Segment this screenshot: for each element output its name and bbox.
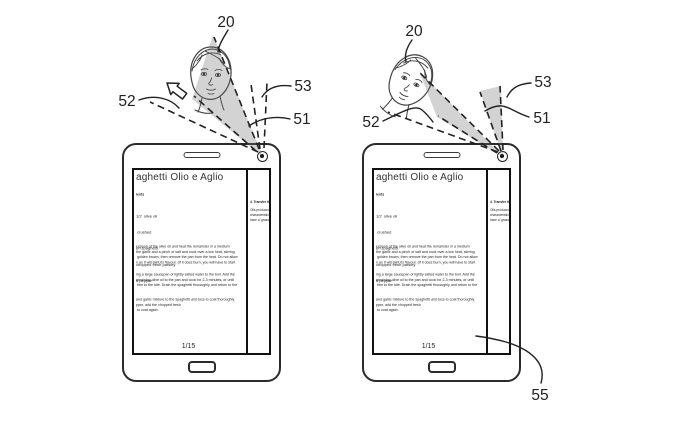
user-head-left bbox=[190, 46, 232, 114]
next-page-heading: 4. Transfer the s bbox=[490, 200, 509, 204]
leader-line-20-left bbox=[217, 29, 229, 53]
cone-edge-upper-left bbox=[213, 36, 260, 150]
ingredient-line: en spaghetti bbox=[376, 246, 398, 251]
ref-label-gaze-cone: 51 bbox=[533, 110, 550, 127]
ingredient-list: 1/2 olive oil crushed en spaghetti chopp… bbox=[136, 203, 215, 353]
ingredient-line: d pepper bbox=[136, 278, 152, 284]
ref-label-gaze-line: 52 bbox=[362, 114, 379, 131]
head-turn-arrow-icon bbox=[166, 82, 188, 100]
home-button bbox=[427, 361, 456, 373]
front-camera-icon bbox=[257, 151, 268, 162]
ref-label-head: 20 bbox=[405, 23, 423, 40]
leader-line-51-left bbox=[248, 116, 291, 127]
speaker-slot-icon bbox=[183, 152, 220, 158]
speaker-slot-icon bbox=[423, 152, 460, 158]
next-page-column: 4. Transfer the s Oils produced b charac… bbox=[246, 170, 269, 353]
ref-label-camera-axis: 53 bbox=[294, 78, 311, 95]
ref-label-gaze-cone: 51 bbox=[293, 111, 310, 128]
recipe-title: aghetti Olio e Aglio bbox=[376, 172, 464, 183]
recipe-step-1: espoon of the olive oil and heat the rem… bbox=[136, 244, 238, 265]
recipe-step-1: espoon of the olive oil and heat the rem… bbox=[376, 244, 478, 265]
ingredient-line: crushed bbox=[376, 229, 392, 235]
ref-label-head: 20 bbox=[217, 14, 235, 31]
ref-label-display: 55 bbox=[531, 387, 548, 404]
recipe-step-3: and garlic mixture to the spaghetti and … bbox=[136, 297, 235, 312]
figure-left: 20 53 51 52 bbox=[118, 14, 312, 157]
ref-label-gaze-line: 52 bbox=[118, 93, 135, 110]
recipe-subtitle: ients bbox=[136, 193, 145, 197]
recipe-subtitle: ients bbox=[376, 193, 385, 197]
front-camera-icon bbox=[497, 151, 508, 162]
next-page-column: 4. Transfer the s Oils produced b charac… bbox=[486, 170, 509, 353]
camera-axis-line-b-right bbox=[499, 85, 504, 151]
next-page-heading: 4. Transfer the s bbox=[250, 200, 269, 204]
ingredient-line: 1/2 olive oil bbox=[376, 213, 398, 219]
recipe-step-2: ing a large saucepan of lightly salted w… bbox=[376, 272, 478, 287]
leader-line-52-right bbox=[382, 107, 434, 123]
page-indicator: 1/15 bbox=[421, 343, 436, 350]
user-head-right bbox=[374, 47, 442, 126]
cone-edge-upper-right bbox=[419, 72, 500, 152]
ingredient-line: en spaghetti bbox=[136, 246, 158, 251]
next-page-body: Oils produced b characteristic fla have … bbox=[250, 208, 269, 222]
camera-axis-line-a-left bbox=[250, 83, 261, 150]
gaze-cone-shading-left bbox=[192, 35, 263, 157]
ingredient-line: chopped fresh parsley bbox=[136, 262, 176, 267]
next-page-body: Oils produced b characteristic fla have … bbox=[490, 208, 509, 222]
ingredient-line: chopped fresh parsley bbox=[376, 262, 416, 267]
recipe-step-2: ing a large saucepan of lightly salted w… bbox=[136, 272, 238, 287]
phone-device-right: aghetti Olio e Aglio ients 1/2 olive oil… bbox=[362, 143, 521, 382]
home-button bbox=[187, 361, 216, 373]
leader-line-53-right bbox=[506, 82, 532, 98]
ingredient-list: 1/2 olive oil crushed en spaghetti chopp… bbox=[376, 203, 455, 353]
phone-screen-left: aghetti Olio e Aglio ients 1/2 olive oil… bbox=[132, 168, 271, 355]
ingredient-line: d pepper bbox=[376, 278, 392, 284]
page-indicator: 1/15 bbox=[181, 343, 196, 350]
camera-axis-line-b-left bbox=[263, 81, 268, 149]
leader-line-52-left bbox=[138, 96, 180, 109]
leader-line-51-right bbox=[484, 105, 530, 118]
phone-device-left: aghetti Olio e Aglio ients 1/2 olive oil… bbox=[122, 143, 281, 382]
leader-line-20-right bbox=[404, 39, 413, 63]
leader-line-53-left bbox=[261, 84, 292, 98]
recipe-step-3: and garlic mixture to the spaghetti and … bbox=[376, 297, 475, 312]
ref-label-camera-axis: 53 bbox=[534, 74, 551, 91]
ingredient-line: 1/2 olive oil bbox=[136, 213, 158, 219]
phone-screen-right: aghetti Olio e Aglio ients 1/2 olive oil… bbox=[372, 168, 511, 355]
ingredient-line: crushed bbox=[136, 229, 152, 235]
recipe-title: aghetti Olio e Aglio bbox=[136, 172, 224, 183]
